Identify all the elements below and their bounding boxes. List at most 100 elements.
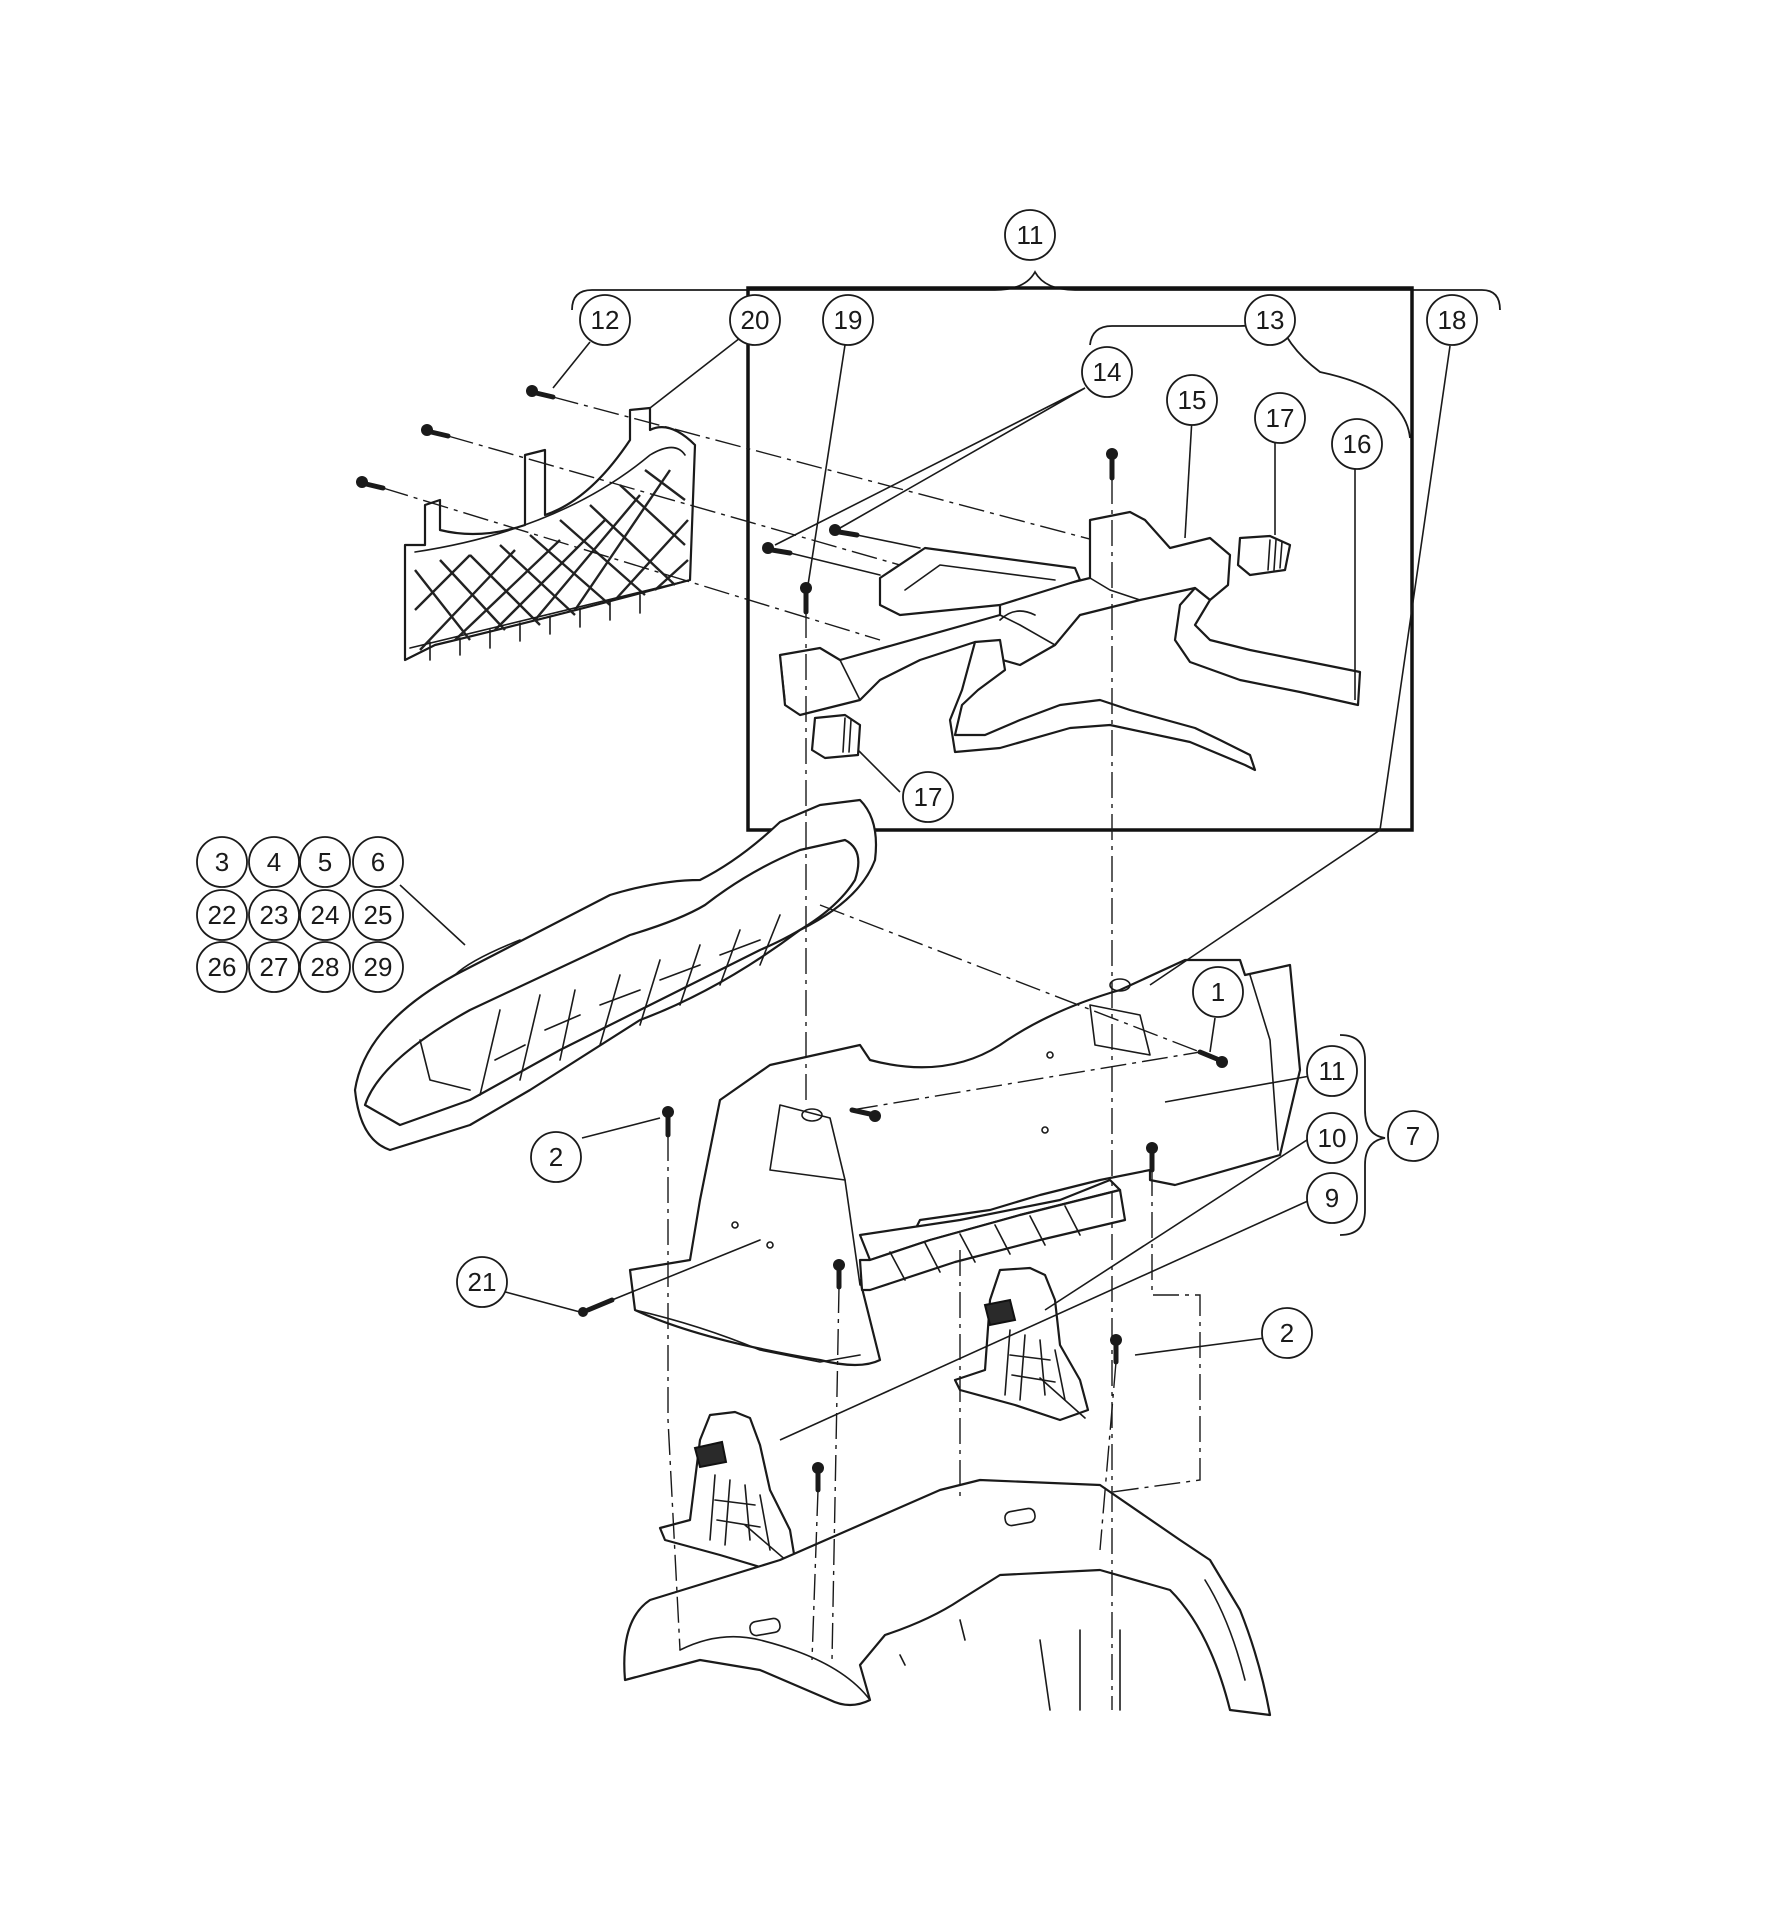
screw-icon bbox=[1110, 1334, 1122, 1365]
alignment-line bbox=[856, 534, 921, 549]
alignment-line bbox=[789, 552, 881, 576]
callout-label: 13 bbox=[1256, 305, 1285, 335]
mounting-bracket bbox=[778, 510, 1362, 772]
alignment-line bbox=[1111, 1170, 1201, 1493]
callout-2: 2 bbox=[1261, 1307, 1313, 1359]
callout-4: 4 bbox=[248, 836, 300, 888]
detail-inset-frame bbox=[746, 286, 1414, 832]
callout-22: 22 bbox=[196, 889, 248, 941]
screw-icon bbox=[800, 582, 812, 615]
callout-3: 3 bbox=[196, 836, 248, 888]
callout-26: 26 bbox=[196, 941, 248, 993]
alignment-line bbox=[667, 1135, 681, 1651]
callout-16: 16 bbox=[1331, 418, 1383, 470]
callout-label: 12 bbox=[591, 305, 620, 335]
brace-assembly-11 bbox=[571, 270, 1501, 311]
alignment-line bbox=[831, 1286, 840, 1661]
screw-icon bbox=[849, 1107, 881, 1122]
callout-25: 25 bbox=[352, 889, 404, 941]
callout-2: 2 bbox=[530, 1131, 582, 1183]
callout-9: 9 bbox=[1306, 1172, 1358, 1224]
callout-label: 23 bbox=[260, 900, 289, 930]
retaining-clip bbox=[810, 713, 862, 760]
screw-icon bbox=[1146, 1142, 1158, 1173]
callout-23: 23 bbox=[248, 889, 300, 941]
alignment-line bbox=[1099, 1361, 1117, 1551]
callout-27: 27 bbox=[248, 941, 300, 993]
callout-12: 12 bbox=[579, 294, 631, 346]
screw-icon bbox=[833, 1259, 845, 1290]
callout-28: 28 bbox=[299, 941, 351, 993]
callout-label: 15 bbox=[1178, 385, 1207, 415]
callout-label: 7 bbox=[1406, 1121, 1420, 1151]
screw-icon bbox=[812, 1462, 824, 1493]
callout-label: 29 bbox=[364, 952, 393, 982]
callout-label: 11 bbox=[1017, 220, 1044, 250]
callout-label: 11 bbox=[1319, 1056, 1346, 1086]
retaining-clip bbox=[1236, 534, 1292, 577]
screw-icon bbox=[356, 476, 386, 491]
screw-icon bbox=[526, 385, 556, 400]
alignment-line bbox=[819, 904, 1201, 1053]
screw-icon bbox=[1106, 448, 1118, 481]
callout-label: 27 bbox=[260, 952, 289, 982]
callout-label: 4 bbox=[267, 847, 281, 877]
brace-assembly-7 bbox=[1339, 1034, 1386, 1236]
hinge-bracket bbox=[658, 1410, 797, 1572]
callout-label: 25 bbox=[364, 900, 393, 930]
callout-5: 5 bbox=[299, 836, 351, 888]
callout-14: 14 bbox=[1081, 346, 1133, 398]
callout-label: 2 bbox=[1280, 1318, 1294, 1348]
callout-19: 19 bbox=[822, 294, 874, 346]
callout-20: 20 bbox=[729, 294, 781, 346]
callout-11: 11 bbox=[1004, 209, 1056, 261]
screw-icon bbox=[662, 1106, 674, 1138]
screw-icon bbox=[829, 524, 860, 538]
callout-label: 5 bbox=[318, 847, 332, 877]
callout-11: 11 bbox=[1306, 1045, 1358, 1097]
callout-29: 29 bbox=[352, 941, 404, 993]
alignment-line bbox=[811, 1489, 819, 1661]
vehicle-body bbox=[623, 1478, 1272, 1717]
callout-label: 28 bbox=[311, 952, 340, 982]
storage-net bbox=[403, 406, 697, 662]
alignment-line bbox=[382, 487, 881, 641]
callout-label: 1 bbox=[1211, 977, 1225, 1007]
callout-7: 7 bbox=[1387, 1110, 1439, 1162]
screw-icon bbox=[762, 542, 793, 556]
alignment-line bbox=[611, 1239, 761, 1301]
callout-label: 17 bbox=[914, 782, 943, 812]
callout-label: 22 bbox=[208, 900, 237, 930]
callout-label: 14 bbox=[1093, 357, 1122, 387]
seat-cushion bbox=[353, 798, 878, 1152]
callout-15: 15 bbox=[1166, 374, 1218, 426]
hinge-bracket bbox=[953, 1266, 1090, 1422]
callout-17: 17 bbox=[1254, 392, 1306, 444]
alignment-line bbox=[851, 1051, 1223, 1111]
screw-icon bbox=[421, 424, 451, 439]
callout-label: 9 bbox=[1325, 1183, 1339, 1213]
callout-13: 13 bbox=[1244, 294, 1296, 346]
callout-label: 16 bbox=[1343, 429, 1372, 459]
callout-label: 17 bbox=[1266, 403, 1295, 433]
callout-6: 6 bbox=[352, 836, 404, 888]
callout-label: 21 bbox=[468, 1267, 497, 1297]
seat-base bbox=[628, 958, 1302, 1367]
callout-label: 3 bbox=[215, 847, 229, 877]
callout-10: 10 bbox=[1306, 1112, 1358, 1164]
callout-label: 19 bbox=[834, 305, 863, 335]
callout-label: 24 bbox=[311, 900, 340, 930]
alignment-line bbox=[552, 396, 1151, 556]
callout-label: 20 bbox=[741, 305, 770, 335]
callout-label: 10 bbox=[1318, 1123, 1347, 1153]
leader-lines bbox=[399, 337, 1451, 1441]
screw-icon bbox=[578, 1297, 615, 1317]
callout-1: 1 bbox=[1192, 966, 1244, 1018]
callout-label: 6 bbox=[371, 847, 385, 877]
callout-21: 21 bbox=[456, 1256, 508, 1308]
callout-label: 18 bbox=[1438, 305, 1467, 335]
callout-18: 18 bbox=[1426, 294, 1478, 346]
callout-label: 2 bbox=[549, 1142, 563, 1172]
callout-17: 17 bbox=[902, 771, 954, 823]
